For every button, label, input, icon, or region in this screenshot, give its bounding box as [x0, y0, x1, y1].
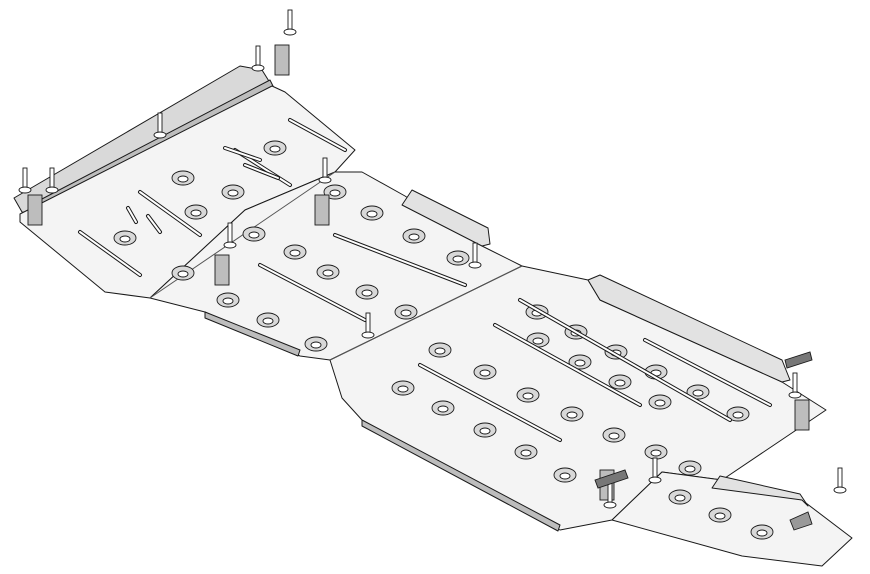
mounting-hole-inner [329, 189, 341, 197]
lower-edge-flange-b [204, 311, 301, 357]
mounting-hole-inner [366, 210, 378, 218]
mounting-hole-inner [692, 389, 704, 397]
washer [283, 28, 297, 36]
mounting-hole-inner [654, 399, 666, 407]
clamp-plate [594, 469, 629, 489]
mounting-hole-inner [361, 289, 373, 297]
stiffening-slot-inner [519, 299, 731, 421]
main-side-flange [587, 274, 791, 383]
mounting-hole-inner [532, 337, 544, 345]
mounting-hole-inner [714, 512, 726, 520]
mounting-hole-inner [322, 269, 334, 277]
mounting-hole-inner [269, 145, 281, 153]
mounting-bracket [274, 44, 290, 76]
mounting-hole-inner [190, 209, 202, 217]
stiffening-slot-inner [334, 234, 466, 286]
mounting-hole-inner [732, 411, 744, 419]
mounting-hole-inner [452, 255, 464, 263]
end-side-flange [711, 475, 809, 507]
mounting-hole-inner [262, 317, 274, 325]
stiffening-slot-inner [127, 207, 137, 223]
mounting-hole-inner [222, 297, 234, 305]
mounting-hole-inner [520, 449, 532, 457]
mounting-hole-inner [227, 189, 239, 197]
washer [788, 391, 802, 399]
mounting-hole-inner [614, 379, 626, 387]
mounting-bracket [794, 399, 810, 431]
mounting-hole-inner [684, 465, 696, 473]
mounting-hole-inner [650, 449, 662, 457]
corner-tab [789, 511, 813, 531]
washer [251, 64, 265, 72]
mounting-bracket [314, 194, 330, 226]
stiffening-slot-inner [139, 191, 201, 236]
stiffening-slot-inner [259, 264, 366, 321]
stiffening-slot-inner [79, 231, 141, 276]
mounting-hole-inner [434, 347, 446, 355]
mounting-hole-inner [674, 494, 686, 502]
mounting-hole-inner [608, 432, 620, 440]
washer [45, 186, 59, 194]
mounting-hole-inner [566, 411, 578, 419]
clamp-plate [784, 351, 813, 369]
mounting-hole-inner [119, 235, 131, 243]
washer [833, 486, 847, 494]
mounting-hole-inner [756, 529, 768, 537]
washer [361, 331, 375, 339]
mounting-bracket [27, 194, 43, 226]
stiffening-slot-inner [147, 215, 161, 233]
middle-side-flange [401, 189, 491, 247]
mounting-bracket [214, 254, 230, 286]
stiffening-slot-inner [419, 364, 561, 441]
mounting-hole-inner [479, 427, 491, 435]
mounting-hole-inner [408, 233, 420, 241]
mounting-hole-inner [574, 359, 586, 367]
washer [153, 131, 167, 139]
mounting-hole-inner [559, 472, 571, 480]
washer [18, 186, 32, 194]
mounting-hole-inner [310, 341, 322, 349]
mounting-hole-inner [400, 309, 412, 317]
washer [223, 241, 237, 249]
stiffening-slot-inner [644, 339, 771, 406]
stiffening-slot-inner [494, 324, 641, 406]
mounting-hole-inner [248, 231, 260, 239]
mounting-hole-inner [177, 175, 189, 183]
mounting-hole-inner [177, 270, 189, 278]
washer [468, 261, 482, 269]
mounting-hole-inner [479, 369, 491, 377]
mounting-hole-inner [522, 392, 534, 400]
washer [648, 476, 662, 484]
lower-edge-flange-c [361, 419, 561, 532]
mounting-hole-inner [397, 385, 409, 393]
washer [318, 176, 332, 184]
washer [603, 501, 617, 509]
stiffening-slot-inner [224, 147, 261, 161]
stiffening-slot-inner [289, 119, 346, 151]
stiffening-slot-inner [244, 164, 279, 179]
mounting-hole-inner [289, 249, 301, 257]
mounting-hole-inner [437, 405, 449, 413]
